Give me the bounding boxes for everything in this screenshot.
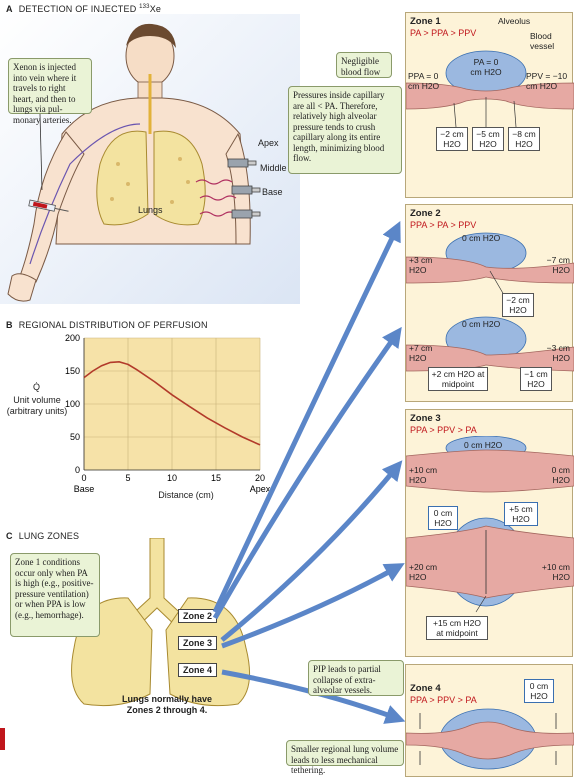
zone2b-right: −3 cm H2O: [546, 343, 570, 363]
zone2a-alv: 0 cm H2O: [462, 233, 501, 243]
detectors: [227, 158, 261, 219]
lung-tag-zone3: Zone 3: [178, 636, 218, 650]
zone2b-box1: +2 cm H2O at midpoint: [428, 367, 488, 391]
zone3b-box: +15 cm H2O at midpoint: [426, 616, 488, 640]
chart-xtick-label: 20: [255, 473, 265, 483]
zone3b-alv: 0 cm H2O: [428, 506, 458, 530]
zone3a-right: 0 cm H2O: [551, 465, 570, 485]
zone1-panel: Zone 1 PA > PPA > PPV Alveolus Blood ves…: [405, 12, 574, 198]
zone2-condition: PPA > PA > PPV: [410, 220, 477, 230]
zone4-title: Zone 4: [410, 683, 441, 694]
lung-tag-zone4: Zone 4: [178, 663, 218, 677]
zone1-box-1: −2 cm H2O: [436, 127, 468, 151]
chart-ylabel-q: Q̇: [33, 382, 41, 392]
zone1-conditions-note: Zone 1 conditions occur only when PA is …: [10, 553, 100, 637]
zone2a-box: −2 cm H2O: [502, 293, 534, 317]
zone4-tethering-note: Smaller regional lung volume leads to le…: [286, 740, 404, 775]
xenon-note: Xenon is injected into vein where it tra…: [8, 58, 92, 125]
zone4-vessel: [406, 708, 574, 770]
chart-ytick-label: 0: [75, 465, 80, 475]
detector-rays: [195, 179, 237, 217]
chart-xtick-label: 15: [211, 473, 221, 483]
zone3-panel: Zone 3 PPA > PPV > PA 0 cm H2O +10 cm H2…: [405, 409, 574, 657]
zone2a-right: −7 cm H2O: [546, 255, 570, 275]
chart-x-end-label-apex: Apex: [250, 484, 271, 494]
zone3-condition: PPA > PPV > PA: [410, 425, 477, 435]
zone4-panel: Zone 4 PPA > PPV > PA 0 cm H2O: [405, 664, 574, 777]
detector-label-apex: Apex: [258, 138, 279, 148]
person-figure: [7, 23, 251, 302]
detector-label-base: Base: [262, 187, 283, 197]
chart-xtick-label: 0: [81, 473, 86, 483]
zone1-alveolus-label: Alveolus: [498, 16, 531, 26]
zone3a-box: +5 cm H2O: [504, 502, 538, 526]
detector-label-middle: Middle: [260, 163, 287, 173]
zone4-alv: 0 cm H2O: [524, 679, 554, 703]
zone1-pa: PA = 0 cm H2O: [470, 57, 502, 77]
zone2b-left: +7 cm H2O: [409, 343, 433, 363]
lungs-label: Lungs: [138, 205, 163, 215]
zone1-box-2: −5 cm H2O: [472, 127, 504, 151]
red-edge-marker: [0, 728, 5, 750]
zone1-title: Zone 1: [410, 16, 441, 27]
chart-ytick-label: 200: [65, 333, 80, 343]
lungs-caption: Lungs normally have Zones 2 through 4.: [121, 694, 213, 715]
chart-xtick-label: 10: [167, 473, 177, 483]
chart-x-end-label-base: Base: [74, 484, 95, 494]
chart-ylabel: Unit volume (arbitrary units): [6, 395, 68, 416]
zone1-vessel-label: Blood vessel: [530, 31, 555, 51]
zone4-pip-note: PIP leads to partial collapse of extra-a…: [308, 660, 404, 696]
zone3a-alv: 0 cm H2O: [464, 440, 503, 450]
zone1-ppa: PPA = 0 cm H2O: [408, 71, 440, 91]
zone3-title: Zone 3: [410, 413, 441, 424]
zone1-pressure-note: Pressures inside capillary are all < PA.…: [288, 86, 402, 174]
zone2b-box2: −1 cm H2O: [520, 367, 552, 391]
zone1-vessel: [406, 50, 574, 128]
chart-series-line: [83, 360, 261, 446]
zone3b-right: +10 cm H2O: [541, 562, 570, 582]
zone1-box-3: −8 cm H2O: [508, 127, 540, 151]
zone1-ppv: PPV = −10 cm H2O: [526, 71, 568, 91]
panel-a-illustration: [0, 14, 300, 304]
zone3a-left: +10 cm H2O: [409, 465, 438, 485]
zone4-condition: PPA > PPV > PA: [410, 695, 477, 705]
zone2a-left: +3 cm H2O: [409, 255, 433, 275]
zone2b-alv: 0 cm H2O: [462, 319, 501, 329]
lung-zones-illustration: [71, 538, 251, 707]
zone2-title: Zone 2: [410, 208, 441, 219]
zone2-panel: Zone 2 PPA > PA > PPV 0 cm H2O +3 cm H2O…: [405, 204, 574, 402]
zone3b-left: +20 cm H2O: [409, 562, 438, 582]
zone1-condition: PA > PPA > PPV: [410, 28, 477, 38]
xenon-note-pointer: [39, 114, 43, 191]
chart-ytick-label: 50: [70, 432, 80, 442]
chart-xtick-label: 5: [125, 473, 130, 483]
chart-ytick-label: 150: [65, 366, 80, 376]
chart-xlabel: Distance (cm): [158, 490, 214, 500]
zone1-negligible-note: Negligible blood flow: [336, 52, 392, 78]
zone3-vessels: [406, 436, 574, 613]
chart-ytick-label: 100: [65, 399, 80, 409]
